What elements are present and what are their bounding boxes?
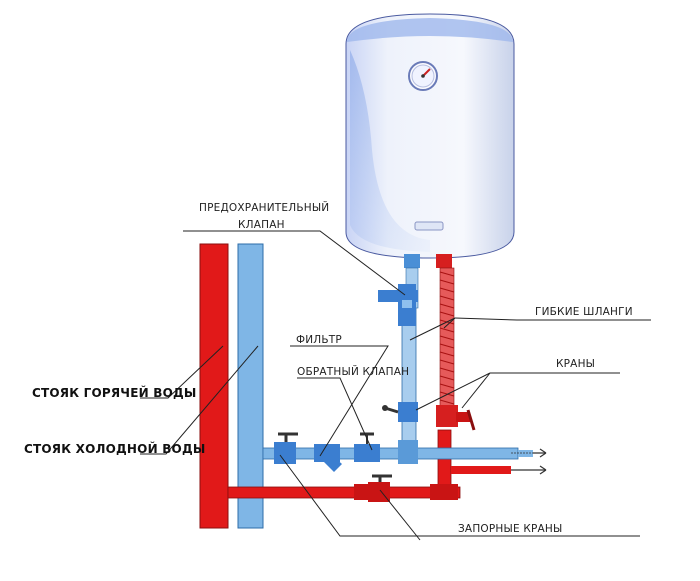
- cold-water-pipe: [262, 304, 533, 464]
- thermometer-icon: [408, 61, 438, 91]
- check-valve-label: ОБРАТНЫЙ КЛАПАН: [297, 366, 410, 378]
- heater-tap-hot: [436, 405, 476, 431]
- heater-tap-cold: [382, 402, 418, 422]
- safety-valve-label-line2: КЛАПАН: [238, 219, 285, 231]
- hot-output-arrow: [511, 465, 547, 475]
- cold-riser-label: СТОЯК ХОЛОДНОЙ ВОДЫ: [24, 442, 206, 456]
- safety-valve: [378, 284, 418, 326]
- cold-water-riser: [237, 243, 264, 529]
- safety-valve-label-line1: ПРЕДОХРАНИТЕЛЬНЫЙ: [199, 202, 330, 214]
- shutoff-taps-label: ЗАПОРНЫЕ КРАНЫ: [458, 523, 563, 535]
- hot-riser-label: СТОЯК ГОРЯЧЕЙ ВОДЫ: [32, 386, 197, 400]
- shutoff-tap-hot: [368, 474, 392, 502]
- check-valve: [354, 432, 380, 462]
- taps-label: КРАНЫ: [556, 358, 596, 370]
- cold-output-arrow: [533, 448, 547, 458]
- flexible-hoses-label: ГИБКИЕ ШЛАНГИ: [535, 306, 633, 318]
- shutoff-tap-cold: [274, 432, 298, 464]
- filter: [314, 444, 342, 472]
- water-heater-tank: [345, 13, 515, 268]
- filter-label: ФИЛЬТР: [296, 334, 342, 346]
- leader-lines: [140, 230, 651, 541]
